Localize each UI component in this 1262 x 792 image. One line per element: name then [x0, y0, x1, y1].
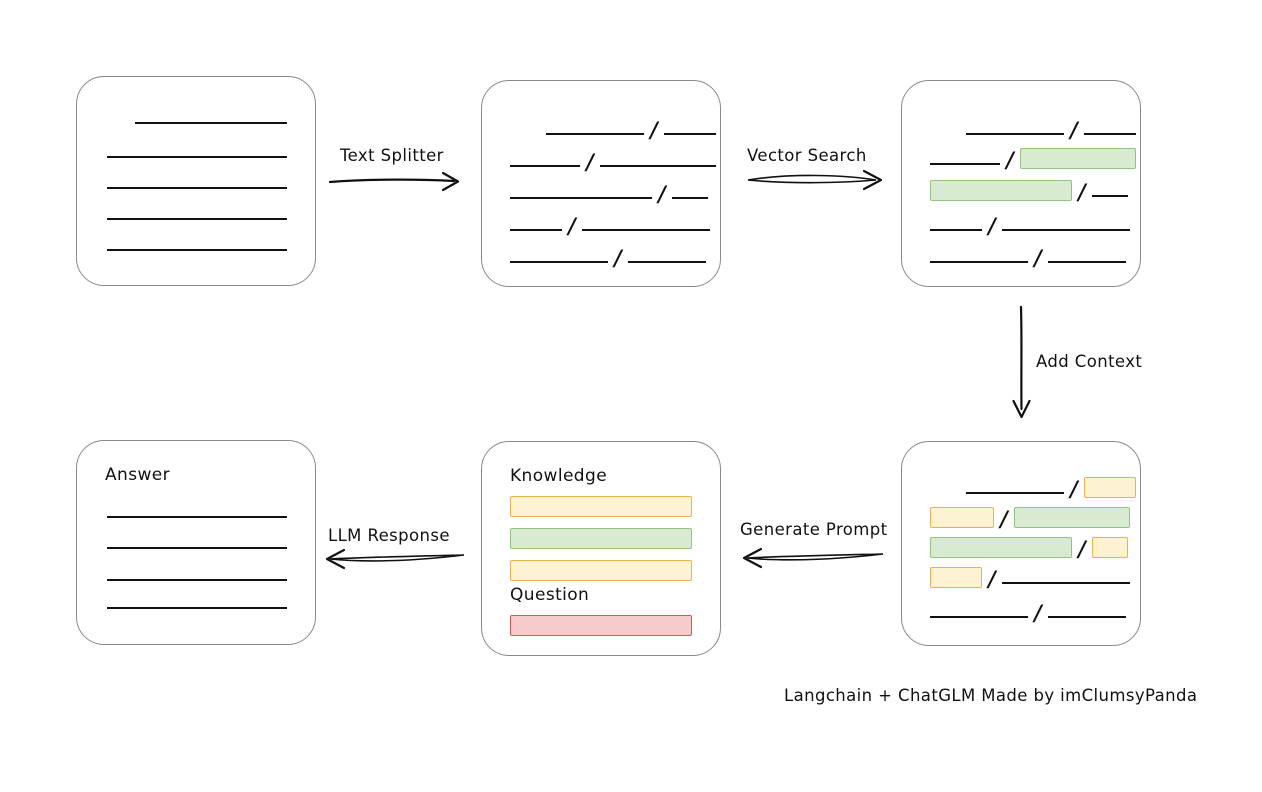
question-label: Question — [510, 585, 590, 605]
knowledge-bar-yellow — [510, 560, 692, 581]
segment-separator: / — [568, 213, 576, 238]
document-line — [107, 249, 287, 251]
knowledge-bar-green — [510, 528, 692, 549]
highlight-chip-yellow — [930, 507, 994, 528]
highlight-chip-green — [930, 537, 1072, 558]
segment-separator: / — [1078, 179, 1086, 204]
segment-separator: / — [614, 245, 622, 270]
document-line — [135, 122, 287, 124]
arrow-llm-response — [325, 548, 465, 570]
segment-separator: / — [988, 213, 996, 238]
segment-separator: / — [658, 181, 666, 206]
prompt-box: Knowledge Question — [481, 441, 721, 656]
highlight-chip-green — [930, 180, 1072, 201]
segment-separator: / — [1034, 245, 1042, 270]
knowledge-label: Knowledge — [510, 466, 608, 486]
segment-separator: / — [1070, 117, 1078, 142]
answer-label: Answer — [105, 465, 171, 485]
edge-label-generate-prompt: Generate Prompt — [740, 520, 888, 539]
segment-separator: / — [1000, 506, 1008, 531]
highlight-chip-green — [1019, 148, 1136, 169]
segment-separator: / — [1034, 600, 1042, 625]
answer-box: Answer — [76, 440, 316, 645]
context-document-box: / / / / / — [901, 441, 1141, 646]
highlight-chip-green — [1013, 507, 1130, 528]
answer-line — [107, 579, 287, 581]
source-document-box — [76, 76, 316, 286]
footer-credit: Langchain + ChatGLM Made by imClumsyPand… — [784, 686, 1198, 705]
segment-separator: / — [1078, 536, 1086, 561]
arrow-vector-search — [747, 169, 883, 191]
edge-label-llm-response: LLM Response — [328, 526, 450, 545]
arrow-generate-prompt — [742, 547, 884, 569]
segment-separator: / — [586, 149, 594, 174]
highlight-chip-yellow — [930, 567, 982, 588]
arrow-add-context — [1012, 305, 1031, 419]
segment-separator: / — [988, 566, 996, 591]
arrow-text-splitter — [328, 171, 460, 192]
split-document-box: / / / / / — [481, 80, 721, 287]
segment-separator: / — [1006, 147, 1014, 172]
document-line — [107, 218, 287, 220]
segment-separator: / — [1070, 476, 1078, 501]
edge-label-vector-search: Vector Search — [747, 146, 867, 165]
edge-label-add-context: Add Context — [1036, 352, 1143, 371]
question-bar-red — [510, 615, 692, 636]
edge-label-text-splitter: Text Splitter — [340, 146, 444, 165]
document-line — [107, 156, 287, 158]
document-line — [107, 187, 287, 189]
segment-separator: / — [650, 117, 658, 142]
highlight-chip-yellow — [1091, 537, 1128, 558]
answer-line — [107, 547, 287, 549]
matched-document-box: / / / / / — [901, 80, 1141, 287]
knowledge-bar-yellow — [510, 496, 692, 517]
highlight-chip-yellow — [1083, 477, 1136, 498]
answer-line — [107, 516, 287, 518]
answer-line — [107, 607, 287, 609]
